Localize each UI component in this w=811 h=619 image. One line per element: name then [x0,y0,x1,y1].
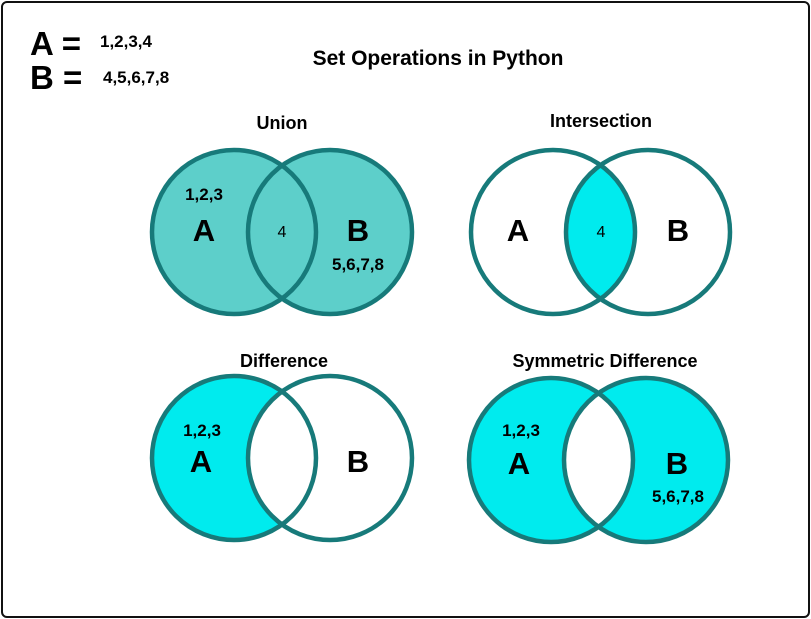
symmetric-difference-title: Symmetric Difference [512,351,697,371]
intersection-circle-b [563,147,733,317]
symmetric-label-a: A [508,446,530,481]
difference-label-a: A [190,444,212,479]
page-title: Set Operations in Python [313,47,564,70]
set-a-values: 1,2,3,4 [100,32,153,51]
difference-diagram: Difference 1,2,3 A B [149,351,415,543]
union-title: Union [257,113,308,133]
symmetric-b-only-values: 5,6,7,8 [652,487,704,506]
intersection-label-a: A [507,213,529,248]
symmetric-a-only-values: 1,2,3 [502,421,540,440]
union-label-b: B [347,213,369,248]
symmetric-circle-a [466,375,636,545]
intersection-label-b: B [667,213,689,248]
difference-circle-b-fill [248,376,412,540]
union-both-value: 4 [278,224,287,241]
difference-title: Difference [240,351,328,371]
union-a-only-values: 1,2,3 [185,185,223,204]
union-diagram: Union 1,2,3 A 4 B 5,6,7,8 [149,113,415,317]
intersection-diagram: Intersection A 4 B [468,111,733,317]
symmetric-label-b: B [666,446,688,481]
difference-label-b: B [347,444,369,479]
union-b-only-values: 5,6,7,8 [332,255,384,274]
difference-circle-a [149,373,319,543]
symmetric-difference-diagram: Symmetric Difference 1,2,3 A B 5,6,7,8 [466,351,731,545]
union-circle-a [149,147,319,317]
set-a-letter: A = [30,25,81,62]
union-circle-b [245,147,415,317]
union-circle-b-fill [248,150,412,314]
intersection-both-value: 4 [597,224,606,241]
set-b-values: 4,5,6,7,8 [103,68,169,87]
difference-circle-b [245,373,415,543]
difference-a-only-values: 1,2,3 [183,421,221,440]
symmetric-circle-b [561,375,731,545]
symmetric-overlap-empty [564,378,633,542]
set-b-letter: B = [30,59,82,96]
intersection-circle-a [468,147,638,317]
intersection-title: Intersection [550,111,652,131]
intersection-overlap-fill [566,150,635,314]
union-label-a: A [193,213,215,248]
